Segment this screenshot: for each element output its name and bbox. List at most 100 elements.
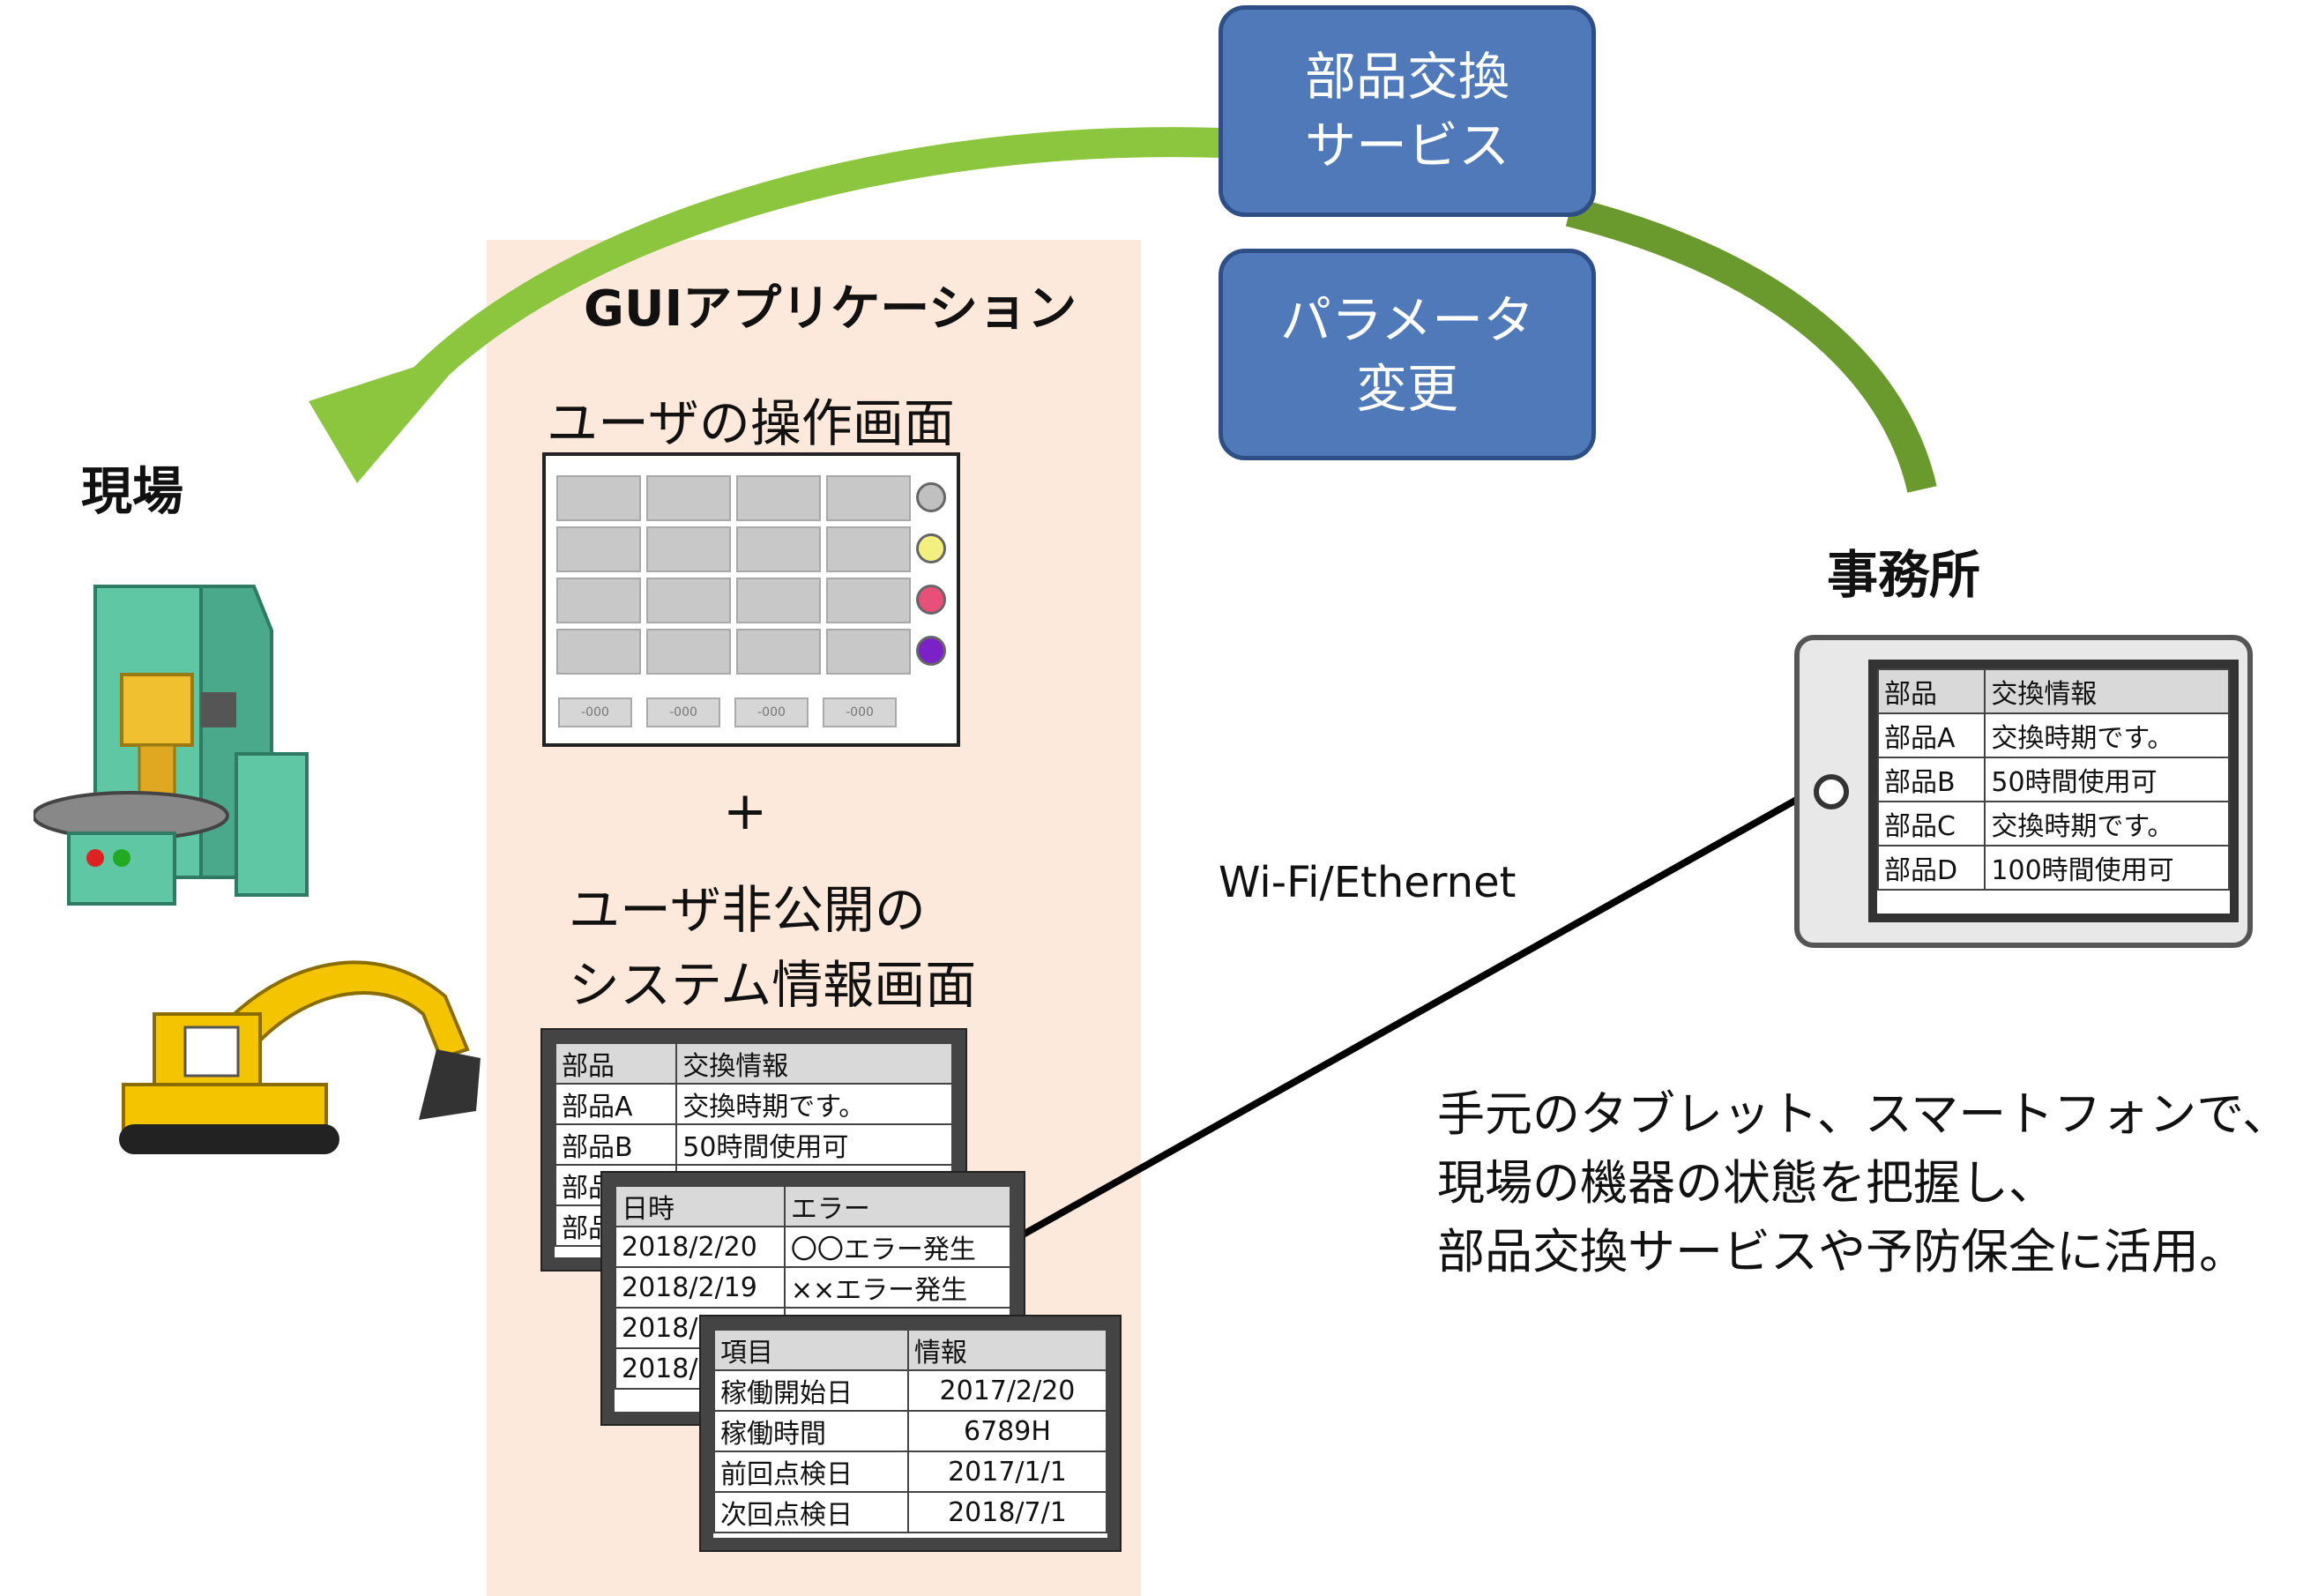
op-button[interactable] (556, 629, 641, 675)
operation-screen: -000 -000 -000 -000 (542, 452, 960, 747)
table-cell: 2017/1/1 (906, 1451, 1108, 1493)
op-button[interactable] (826, 629, 911, 675)
connection-label: Wi-Fi/Ethernet (1219, 858, 1517, 907)
op-button[interactable] (556, 578, 641, 623)
status-lamp-yellow (916, 533, 946, 563)
op-button[interactable] (736, 526, 821, 572)
op-button[interactable] (736, 578, 821, 623)
op-footer-button[interactable]: -000 (734, 697, 809, 727)
table-cell: 6789H (906, 1410, 1108, 1452)
table-cell: 2018/2/19 (615, 1266, 786, 1309)
table-cell: 部品A (554, 1083, 678, 1125)
table-cell: 100時間使用可 (1984, 845, 2230, 891)
table-header: エラー (783, 1185, 1012, 1227)
press-machine-icon (34, 585, 309, 906)
table-cell: 交換時期です。 (675, 1083, 953, 1125)
table-cell: 50時間使用可 (675, 1123, 953, 1166)
op-button[interactable] (646, 578, 731, 623)
office-heading: 事務所 (1827, 545, 1981, 605)
system-screen-label-line1: ユーザ非公開の (569, 880, 926, 940)
parameter-change-box: パラメータ 変更 (1219, 249, 1596, 460)
op-footer-button[interactable]: -000 (823, 697, 897, 727)
op-footer-button[interactable]: -000 (646, 697, 720, 727)
table-cell: 部品B (1876, 757, 1986, 802)
table-cell: 部品C (1876, 801, 1986, 846)
caption-line2: 現場の機器の状態を把握し、 (1437, 1155, 2056, 1211)
table-header: 項目 (713, 1329, 909, 1371)
op-button[interactable] (736, 629, 821, 675)
network-connection-line (1017, 790, 1809, 1241)
table-header: 日時 (615, 1185, 786, 1227)
op-button[interactable] (646, 526, 731, 572)
op-button[interactable] (556, 475, 641, 521)
table-cell: 50時間使用可 (1984, 757, 2230, 802)
table-cell: 次回点検日 (713, 1491, 909, 1533)
table-cell: 稼働開始日 (713, 1369, 909, 1412)
op-footer-button[interactable]: -000 (558, 697, 632, 727)
parts-exchange-line2: サービス (1304, 116, 1509, 175)
table-cell: 2018/7/1 (906, 1491, 1108, 1533)
table-header: 交換情報 (675, 1042, 953, 1085)
operation-screen-label: ユーザの操作画面 (547, 393, 955, 453)
site-heading: 現場 (81, 461, 184, 521)
office-flow-arrow (1565, 197, 1937, 493)
excavator-icon (119, 960, 481, 1154)
table-cell: 部品B (554, 1123, 678, 1166)
table-cell: 部品A (1876, 712, 1986, 758)
parts-exchange-service-box: 部品交換 サービス (1219, 5, 1596, 217)
table-cell: 前回点検日 (713, 1451, 909, 1493)
table-row: 2018/2/19××エラー発生 (615, 1266, 1012, 1309)
table-cell: 〇〇エラー発生 (783, 1226, 1012, 1268)
system-screen-label-line2: システム情報画面 (569, 955, 977, 1015)
table-cell: 交換時期です。 (1984, 712, 2230, 758)
status-lamp-purple (916, 636, 946, 666)
gui-app-title: GUIアプリケーション (584, 280, 1077, 338)
site-arrowhead (309, 348, 472, 483)
table-cell: 交換時期です。 (1984, 801, 2230, 846)
site-flow-arrow (403, 127, 1222, 399)
op-button[interactable] (736, 475, 821, 521)
op-button[interactable] (826, 475, 911, 521)
op-button[interactable] (556, 526, 641, 572)
table-header: 交換情報 (1984, 668, 2230, 714)
table-header: 部品 (554, 1042, 678, 1085)
parameter-change-line1: パラメータ (1279, 289, 1535, 350)
tablet-home-button (1814, 774, 1849, 809)
table-cell: 稼働時間 (713, 1410, 909, 1452)
status-lamp-pink (916, 585, 946, 615)
plus-sign: + (723, 780, 768, 842)
op-button[interactable] (646, 629, 731, 675)
table-header: 情報 (906, 1329, 1108, 1371)
parts-exchange-line1: 部品交換 (1304, 46, 1509, 107)
status-lamp-gray (916, 482, 946, 512)
op-button[interactable] (646, 475, 731, 521)
table-cell: ××エラー発生 (783, 1266, 1012, 1309)
op-button[interactable] (826, 578, 911, 623)
operation-button-grid (556, 475, 911, 675)
table-cell: 2018/2/20 (615, 1226, 786, 1268)
table-header: 部品 (1876, 668, 1986, 714)
caption-line1: 手元のタブレット、スマートフォンで、 (1437, 1086, 2291, 1142)
table-cell: 2017/2/20 (906, 1369, 1108, 1412)
op-button[interactable] (826, 526, 911, 572)
parameter-change-line2: 変更 (1355, 359, 1458, 419)
caption-line3: 部品交換サービスや予防保全に活用。 (1437, 1224, 2247, 1279)
table-cell: 部品D (1876, 845, 1986, 891)
